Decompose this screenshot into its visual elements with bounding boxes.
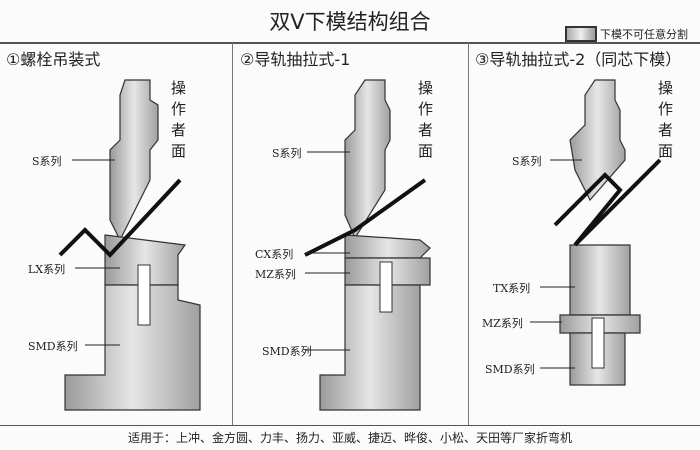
label-cx: CX系列 (255, 248, 294, 261)
label-smd: SMD系列 (28, 340, 78, 353)
bolt-3 (591, 317, 605, 369)
panel-divider (468, 43, 469, 425)
die-smd-1 (64, 284, 201, 411)
label-mz: MZ系列 (482, 317, 523, 330)
leader-lines (72, 151, 582, 369)
die-smd-2 (319, 284, 421, 411)
legend: 下模不可任意分割 (565, 26, 688, 42)
die-lx-1 (104, 234, 187, 286)
label-lx: LX系列 (28, 263, 66, 276)
punch-s-1 (109, 79, 159, 242)
label-s: S系列 (32, 155, 62, 168)
label-s: S系列 (272, 147, 302, 160)
sheet-3 (553, 158, 662, 247)
diagram-title: 双V下模结构组合 (269, 10, 431, 34)
label-smd: SMD系列 (262, 345, 312, 358)
panel-1-title: ①螺栓吊装式 (6, 50, 101, 69)
punch-s-2 (344, 79, 391, 240)
applicability-note: 适用于：上冲、金方圆、力丰、扬力、亚威、捷迈、晔俊、小松、天田等厂家折弯机 (127, 431, 572, 445)
panel-divider (232, 43, 233, 425)
operator-side-3: 操作者面 (656, 80, 674, 164)
legend-swatch (565, 26, 597, 42)
header-divider (0, 42, 700, 44)
punch-s-3 (569, 79, 626, 202)
footer-divider (0, 425, 700, 426)
die-cx-2 (344, 234, 431, 259)
legend-text: 下模不可任意分割 (600, 28, 688, 41)
sheet-1 (58, 178, 182, 258)
die-tx-3 (569, 244, 631, 316)
operator-side-2: 操作者面 (416, 80, 434, 164)
bolt-1 (137, 264, 151, 326)
label-s: S系列 (512, 155, 542, 168)
panel-2-title: ②导轨抽拉式-1 (240, 50, 351, 69)
operator-side-1: 操作者面 (169, 80, 187, 164)
bolt-2 (379, 261, 393, 313)
label-mz: MZ系列 (255, 268, 296, 281)
label-tx: TX系列 (493, 282, 531, 295)
panel-3-title: ③导轨抽拉式-2（同芯下模） (475, 50, 682, 69)
label-smd: SMD系列 (485, 363, 535, 376)
sheet-2 (304, 178, 427, 257)
